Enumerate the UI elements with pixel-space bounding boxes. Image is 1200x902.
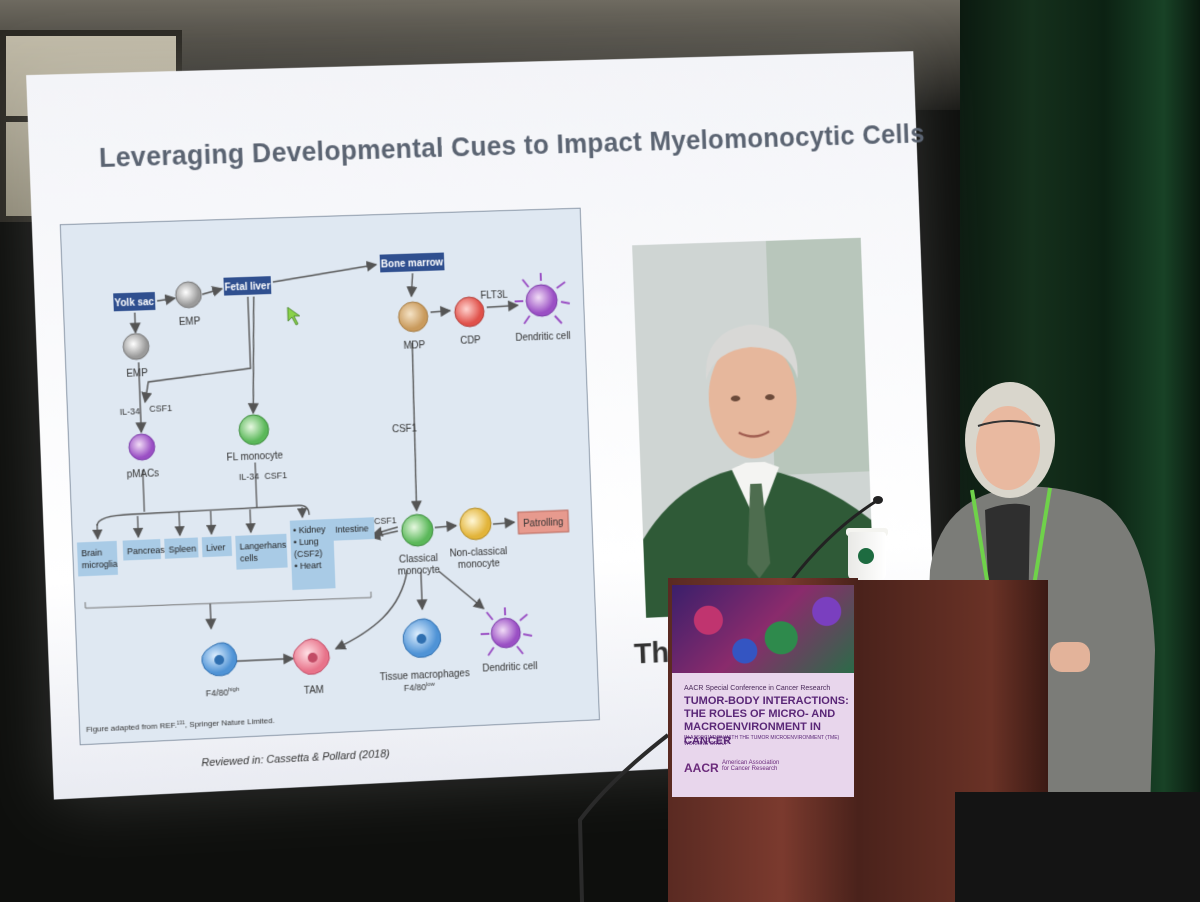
tissue-spleen: Spleen [168, 544, 196, 555]
dendritic-cell-bottom-icon [480, 606, 533, 656]
patrolling-box [518, 510, 569, 534]
podium-sign-subtitle: AACR Special Conference in Cancer Resear… [684, 685, 831, 692]
lineage-diagram: Yolk sac Fetal liver Bone marrow [61, 209, 599, 745]
nonclassical-monocyte-cell [459, 507, 491, 540]
csf1-left-label: CSF1 [149, 403, 172, 414]
mdp-label: MDP [403, 340, 425, 352]
bone-marrow-label: Bone marrow [381, 257, 444, 270]
tam-cell-icon [293, 638, 330, 675]
cdp-label: CDP [460, 335, 481, 347]
emp-top-label: EMP [179, 316, 201, 328]
fl-monocyte-cell [239, 414, 270, 445]
tissue-macrophages-label: Tissue macrophages [380, 668, 470, 683]
pmacs-label: pMACs [126, 468, 159, 480]
tissue-pancreas: Pancreas [127, 545, 165, 557]
podium-sign-note: IN ASSOCIATION WITH THE TUMOR MICROENVIR… [684, 735, 840, 747]
nonclassical-monocyte-label: Non-classicalmonocyte [450, 546, 508, 571]
podium-sign-artwork [672, 585, 854, 673]
patrolling-label: Patrolling [523, 517, 564, 530]
coffee-cup-logo-icon [858, 548, 874, 564]
tissue-kidney-lung-heart: • Kidney• Lung(CSF2)• Heart [293, 524, 328, 571]
lineage-figure: Yolk sac Fetal liver Bone marrow [60, 208, 600, 746]
aacr-logo: AACR [684, 761, 719, 775]
fetal-liver-box [223, 276, 272, 296]
csf1-mid-label: CSF1 [264, 470, 287, 481]
il34-mid-label: IL-34 [239, 471, 260, 482]
tam-label: TAM [304, 685, 324, 697]
tissue-boxes [76, 517, 375, 591]
mdp-cell [398, 302, 428, 333]
classical-monocyte-label: Classicalmonocyte [397, 553, 440, 578]
tissue-brain-microglia: Brainmicroglia [81, 547, 118, 570]
dendritic-cell-top-icon [514, 272, 571, 325]
tissue-liver: Liver [206, 542, 226, 553]
f480-low-label: F4/80low [404, 682, 436, 693]
il34-left-label: IL-34 [119, 406, 140, 417]
emp-cell-top [175, 281, 202, 308]
figure-footnote: Figure adapted from REF.131, Springer Na… [86, 716, 275, 734]
f480-high-label: F4/80high [206, 687, 240, 699]
tissue-macrophage-icon [402, 618, 441, 658]
dendritic-bottom-label: Dendritic cell [482, 661, 538, 674]
aacr-logo-subtitle: American Association for Cancer Research [722, 760, 780, 772]
emp-left-label: EMP [126, 368, 148, 380]
dendritic-top-label: Dendritic cell [515, 331, 571, 344]
csf1-marrow-label: CSF1 [392, 423, 418, 435]
stage-monitor [955, 792, 1200, 902]
csf1-intestine-label: CSF1 [374, 515, 397, 526]
pmacs-cell [128, 434, 155, 461]
f480-high-macrophage-icon [201, 642, 237, 677]
fl-monocyte-label: FL monocyte [226, 450, 283, 463]
podium-sign-title: TUMOR-BODY INTERACTIONS: THE ROLES OF MI… [684, 695, 849, 747]
emp-cell-left [123, 333, 150, 360]
tissue-langerhans: Langerhanscells [239, 540, 287, 564]
yolk-sac-label: Yolk sac [114, 297, 154, 309]
classical-monocyte-cell [401, 514, 433, 547]
cdp-cell [454, 297, 484, 328]
tissue-intestine: Intestine [335, 523, 369, 534]
bone-marrow-box [379, 252, 445, 273]
flt3l-label: FLT3L [480, 290, 508, 302]
fetal-liver-label: Fetal liver [224, 281, 270, 293]
podium-sign: AACR Special Conference in Cancer Resear… [672, 585, 854, 797]
yolk-sac-box [113, 291, 156, 312]
